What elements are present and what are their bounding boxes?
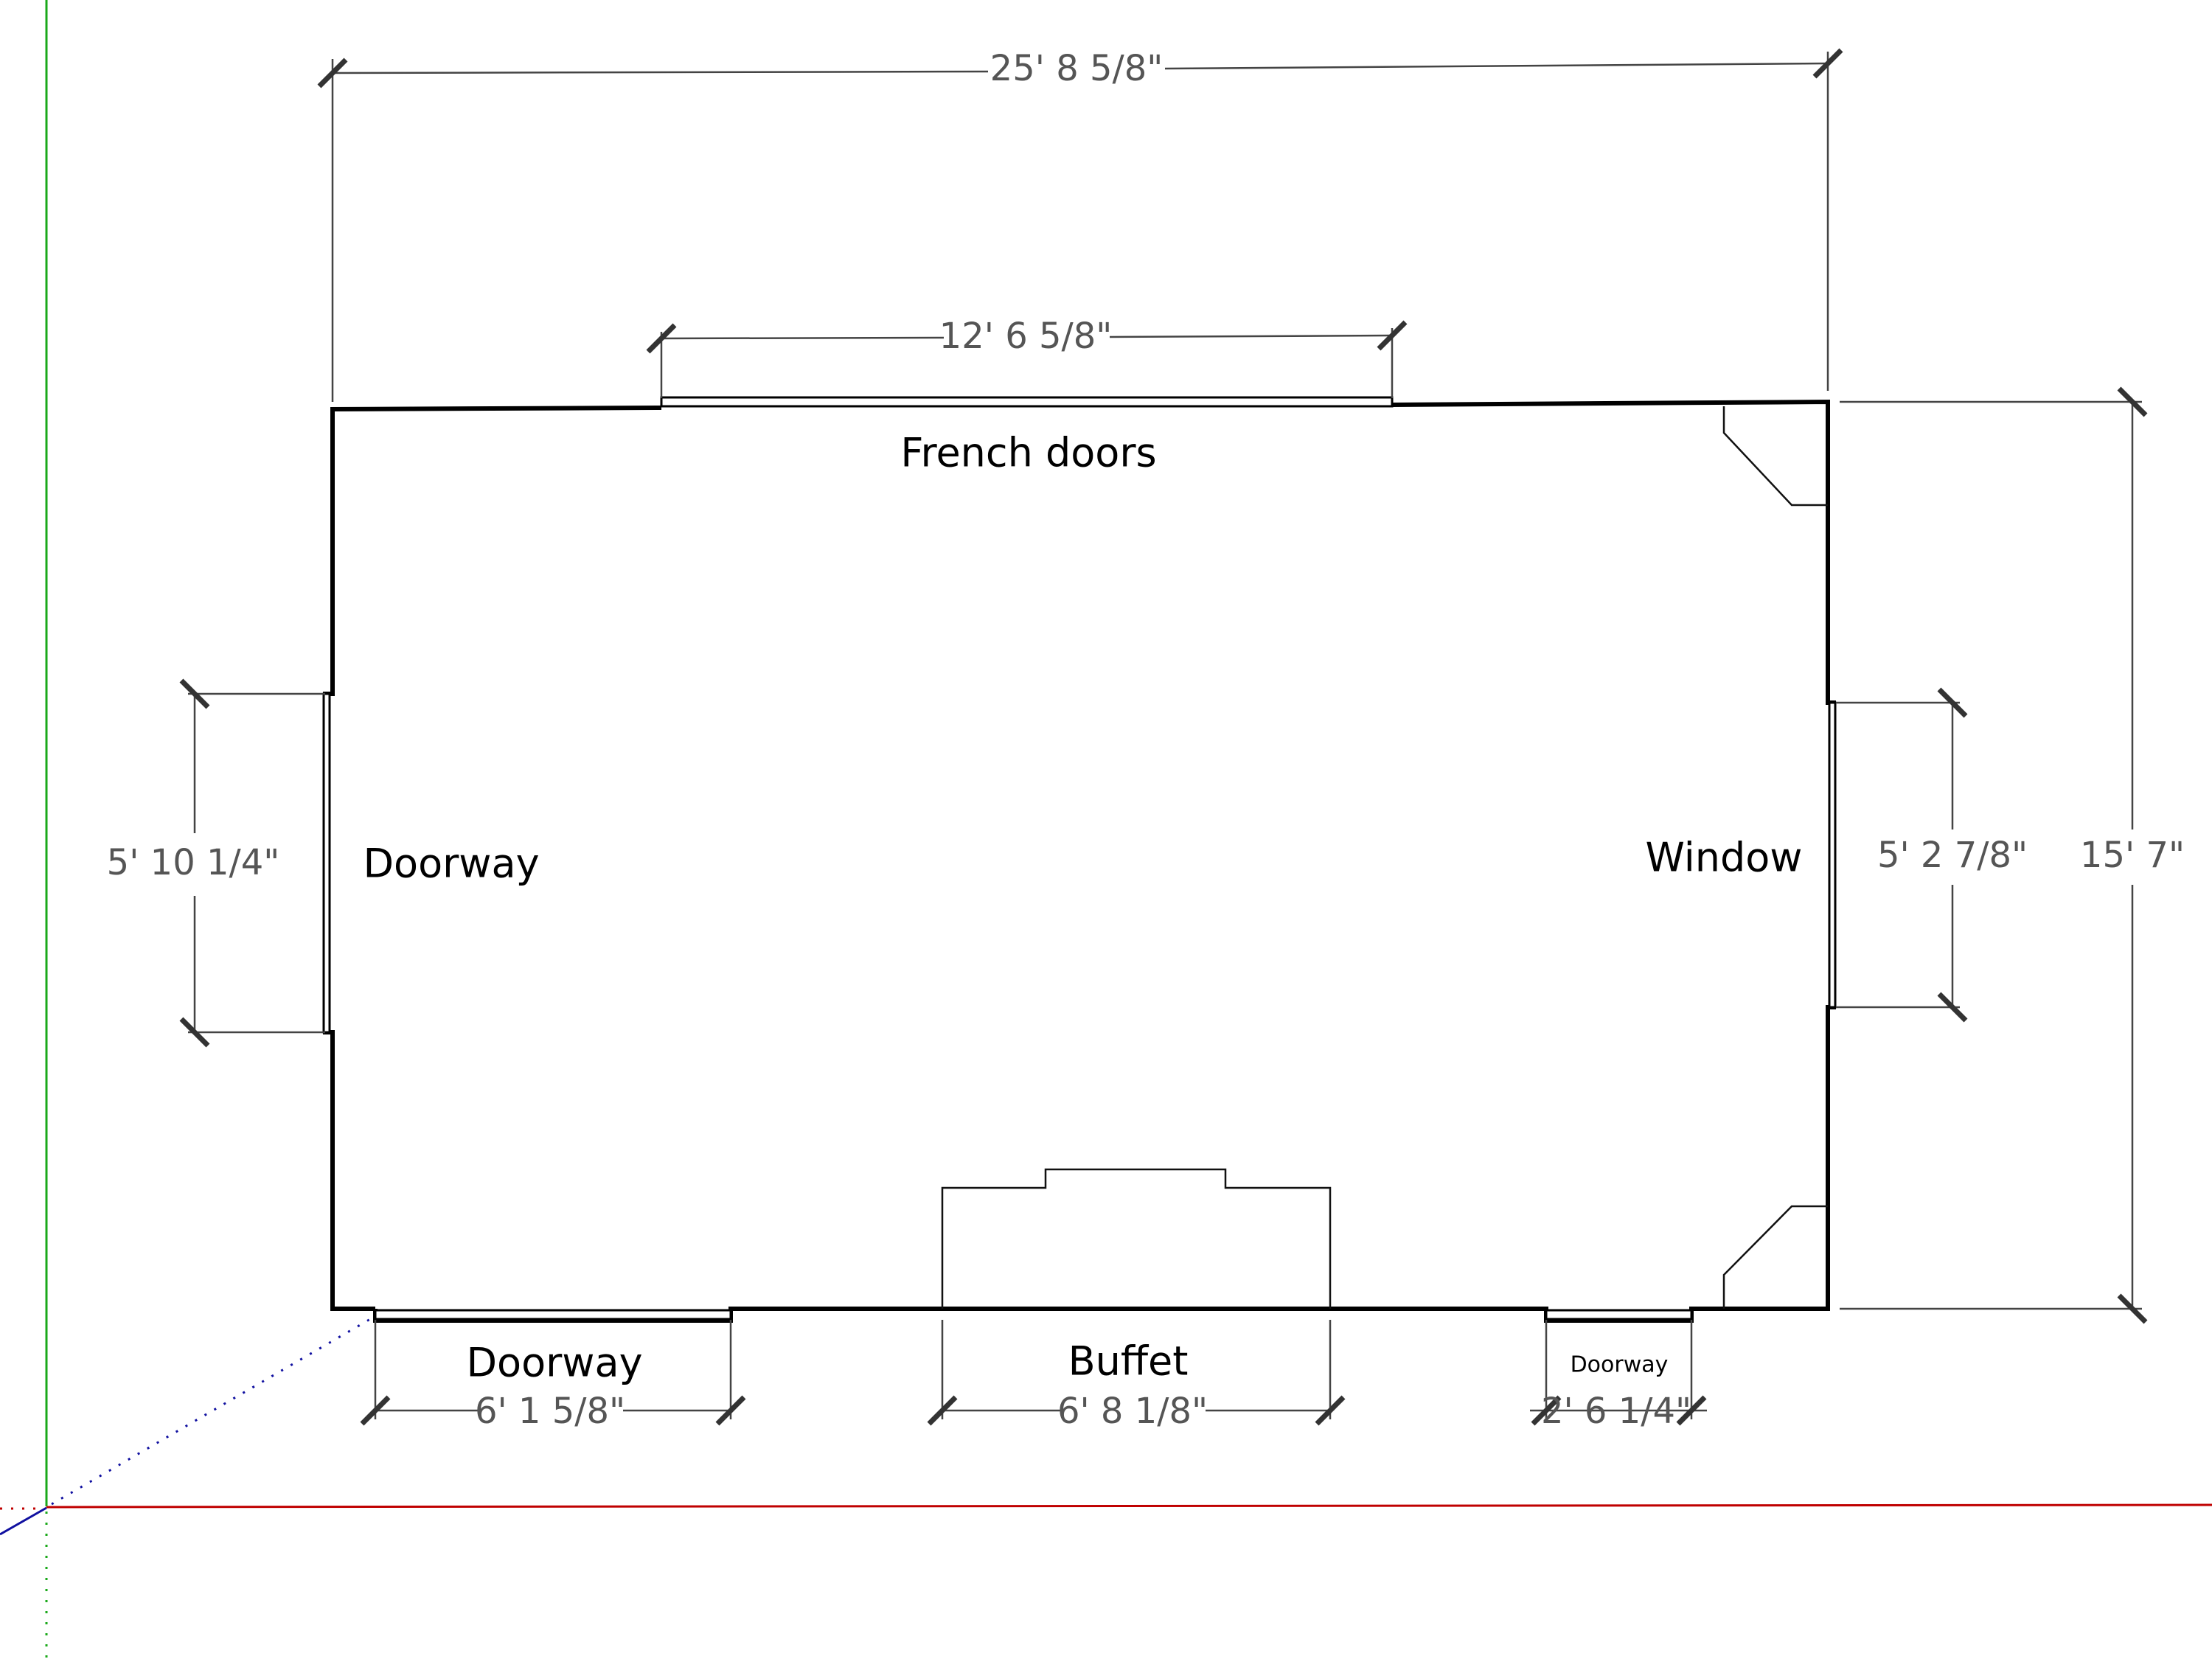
label-buffet: Buffet <box>1068 1338 1189 1385</box>
dimension-buffet[interactable]: 6' 8 1/8" <box>927 1320 1346 1432</box>
dimension-french-doors-label: 12' 6 5/8" <box>939 316 1113 357</box>
dimension-french-doors[interactable]: 12' 6 5/8" <box>646 316 1408 398</box>
dimension-left-doorway-label: 5' 10 1/4" <box>107 842 280 883</box>
window[interactable] <box>1828 701 1837 1009</box>
dimension-overall-width[interactable]: 25' 8 5/8" <box>317 48 1843 402</box>
left-doorway[interactable] <box>322 692 331 1034</box>
buffet-outline[interactable] <box>941 1168 1332 1309</box>
french-doors[interactable] <box>660 396 1394 408</box>
label-french-doors: French doors <box>900 430 1156 476</box>
dimension-buffet-label: 6' 8 1/8" <box>1057 1391 1208 1432</box>
room-walls[interactable] <box>323 399 1836 1323</box>
dimension-left-doorway[interactable]: 5' 10 1/4" <box>107 678 325 1048</box>
blue-axis <box>0 1506 47 1536</box>
label-left-doorway: Doorway <box>363 841 539 887</box>
small-doorway[interactable] <box>1545 1309 1693 1321</box>
dimension-small-doorway[interactable]: 2' 6 1/4" <box>1530 1320 1707 1432</box>
corner-feature-top-right[interactable] <box>1722 406 1828 507</box>
bottom-doorway[interactable] <box>374 1309 732 1321</box>
corner-feature-bottom-right[interactable] <box>1722 1205 1828 1309</box>
red-axis <box>46 1503 2212 1509</box>
dimension-overall-depth-label: 15' 7" <box>2080 835 2185 876</box>
blue-axis-dotted <box>51 1315 376 1506</box>
dimension-window-label: 5' 2 7/8" <box>1877 835 2028 876</box>
label-window: Window <box>1646 835 1803 881</box>
dimension-bottom-doorway[interactable]: 6' 1 5/8" <box>360 1320 746 1432</box>
dimension-overall-depth[interactable]: 15' 7" <box>1840 386 2185 1324</box>
dimension-window[interactable]: 5' 2 7/8" <box>1836 687 2028 1023</box>
dimension-bottom-doorway-label: 6' 1 5/8" <box>475 1391 625 1432</box>
label-small-doorway: Doorway <box>1571 1352 1669 1378</box>
label-bottom-doorway: Doorway <box>466 1340 642 1386</box>
dimension-small-doorway-label: 2' 6 1/4" <box>1541 1391 1691 1432</box>
dimension-overall-width-label: 25' 8 5/8" <box>990 48 1164 89</box>
